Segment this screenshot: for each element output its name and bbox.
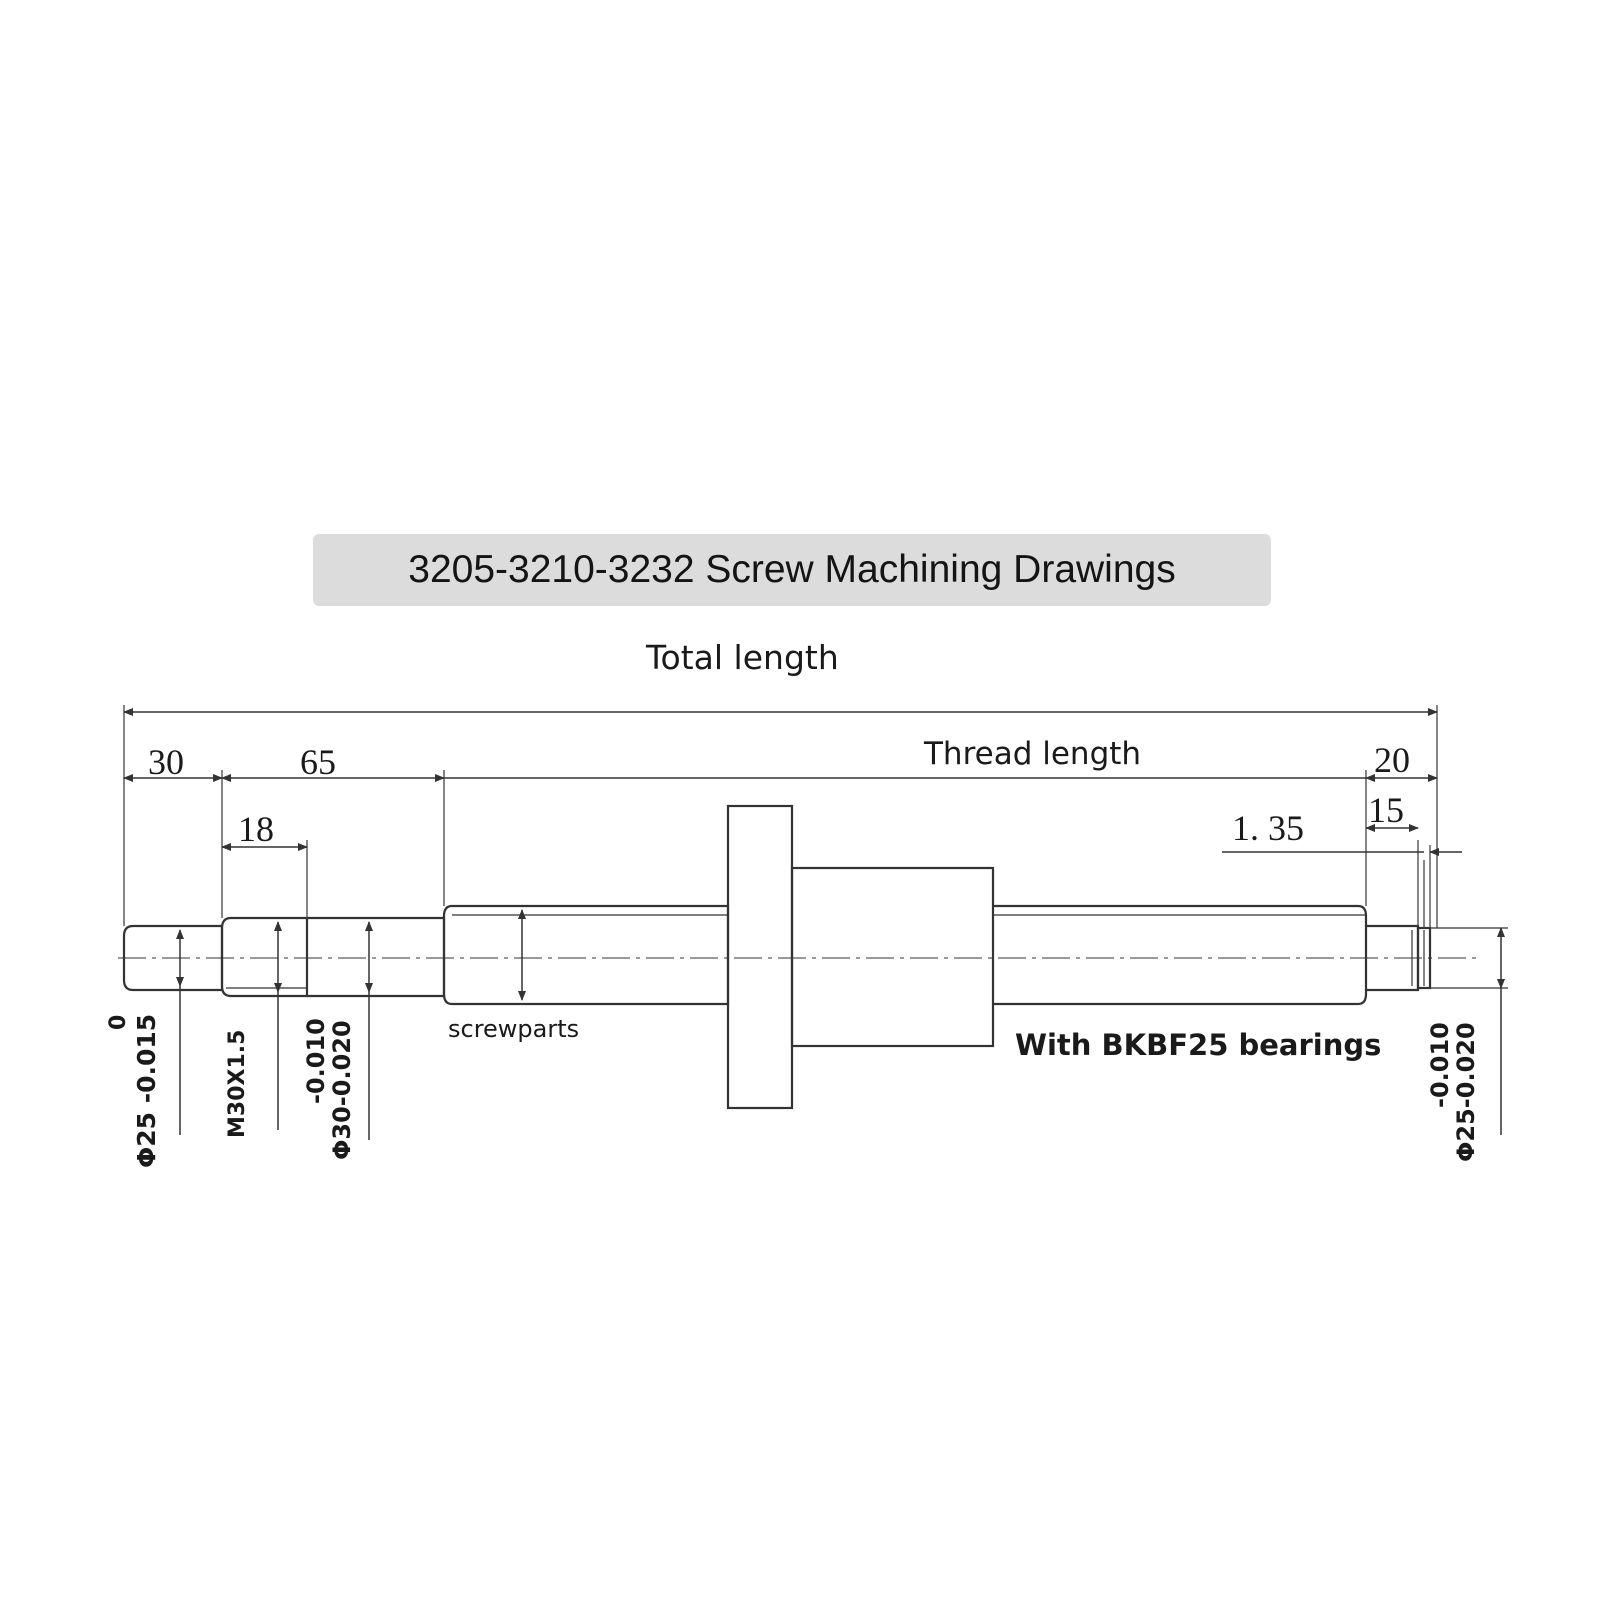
right-end-dim-label: 20 bbox=[1374, 740, 1410, 780]
shoulder-upper-tol: -0.010 bbox=[302, 1018, 330, 1104]
screwparts-label: screwparts bbox=[448, 1015, 579, 1043]
screw-body-right-outline bbox=[993, 904, 1368, 1006]
thread-spec: M30X1.5 bbox=[225, 1030, 250, 1138]
left-journal-tol: Φ25 -0.015 bbox=[132, 1014, 161, 1168]
drawing-title: 3205-3210-3232 Screw Machining Drawings bbox=[408, 548, 1176, 591]
right-journal-tol: Φ25-0.020 bbox=[1452, 1022, 1480, 1162]
left-journal-outline bbox=[122, 924, 224, 992]
diameter-indicators bbox=[176, 909, 1508, 1140]
shoulder-tol: Φ30-0.020 bbox=[328, 1020, 356, 1160]
drawing-title-banner: 3205-3210-3232 Screw Machining Drawings bbox=[313, 534, 1271, 606]
nut-flange bbox=[726, 804, 794, 1110]
left-journal-upper-tol: 0 bbox=[106, 1015, 131, 1030]
screw-body-left-outline bbox=[442, 904, 730, 1006]
right-journal-dim-label: 15 bbox=[1368, 790, 1404, 830]
thread-section-outline bbox=[220, 916, 309, 998]
groove-dim-label: 1. 35 bbox=[1232, 808, 1304, 848]
right-journal-upper-tol: -0.010 bbox=[1426, 1022, 1454, 1108]
nut-body bbox=[790, 866, 995, 1048]
dimension-lines bbox=[123, 708, 1462, 856]
left-shoulder-dim-label: 65 bbox=[300, 742, 336, 782]
left-end-dim-label: 30 bbox=[148, 742, 184, 782]
total-length-label: Total length bbox=[645, 638, 839, 677]
thread-length-label: Thread length bbox=[923, 736, 1141, 772]
shoulder-outline bbox=[307, 916, 446, 998]
thread-m30-dim-label: 18 bbox=[238, 809, 274, 849]
shaft-profile bbox=[122, 804, 1432, 1110]
bearings-note: With BKBF25 bearings bbox=[1015, 1028, 1381, 1062]
